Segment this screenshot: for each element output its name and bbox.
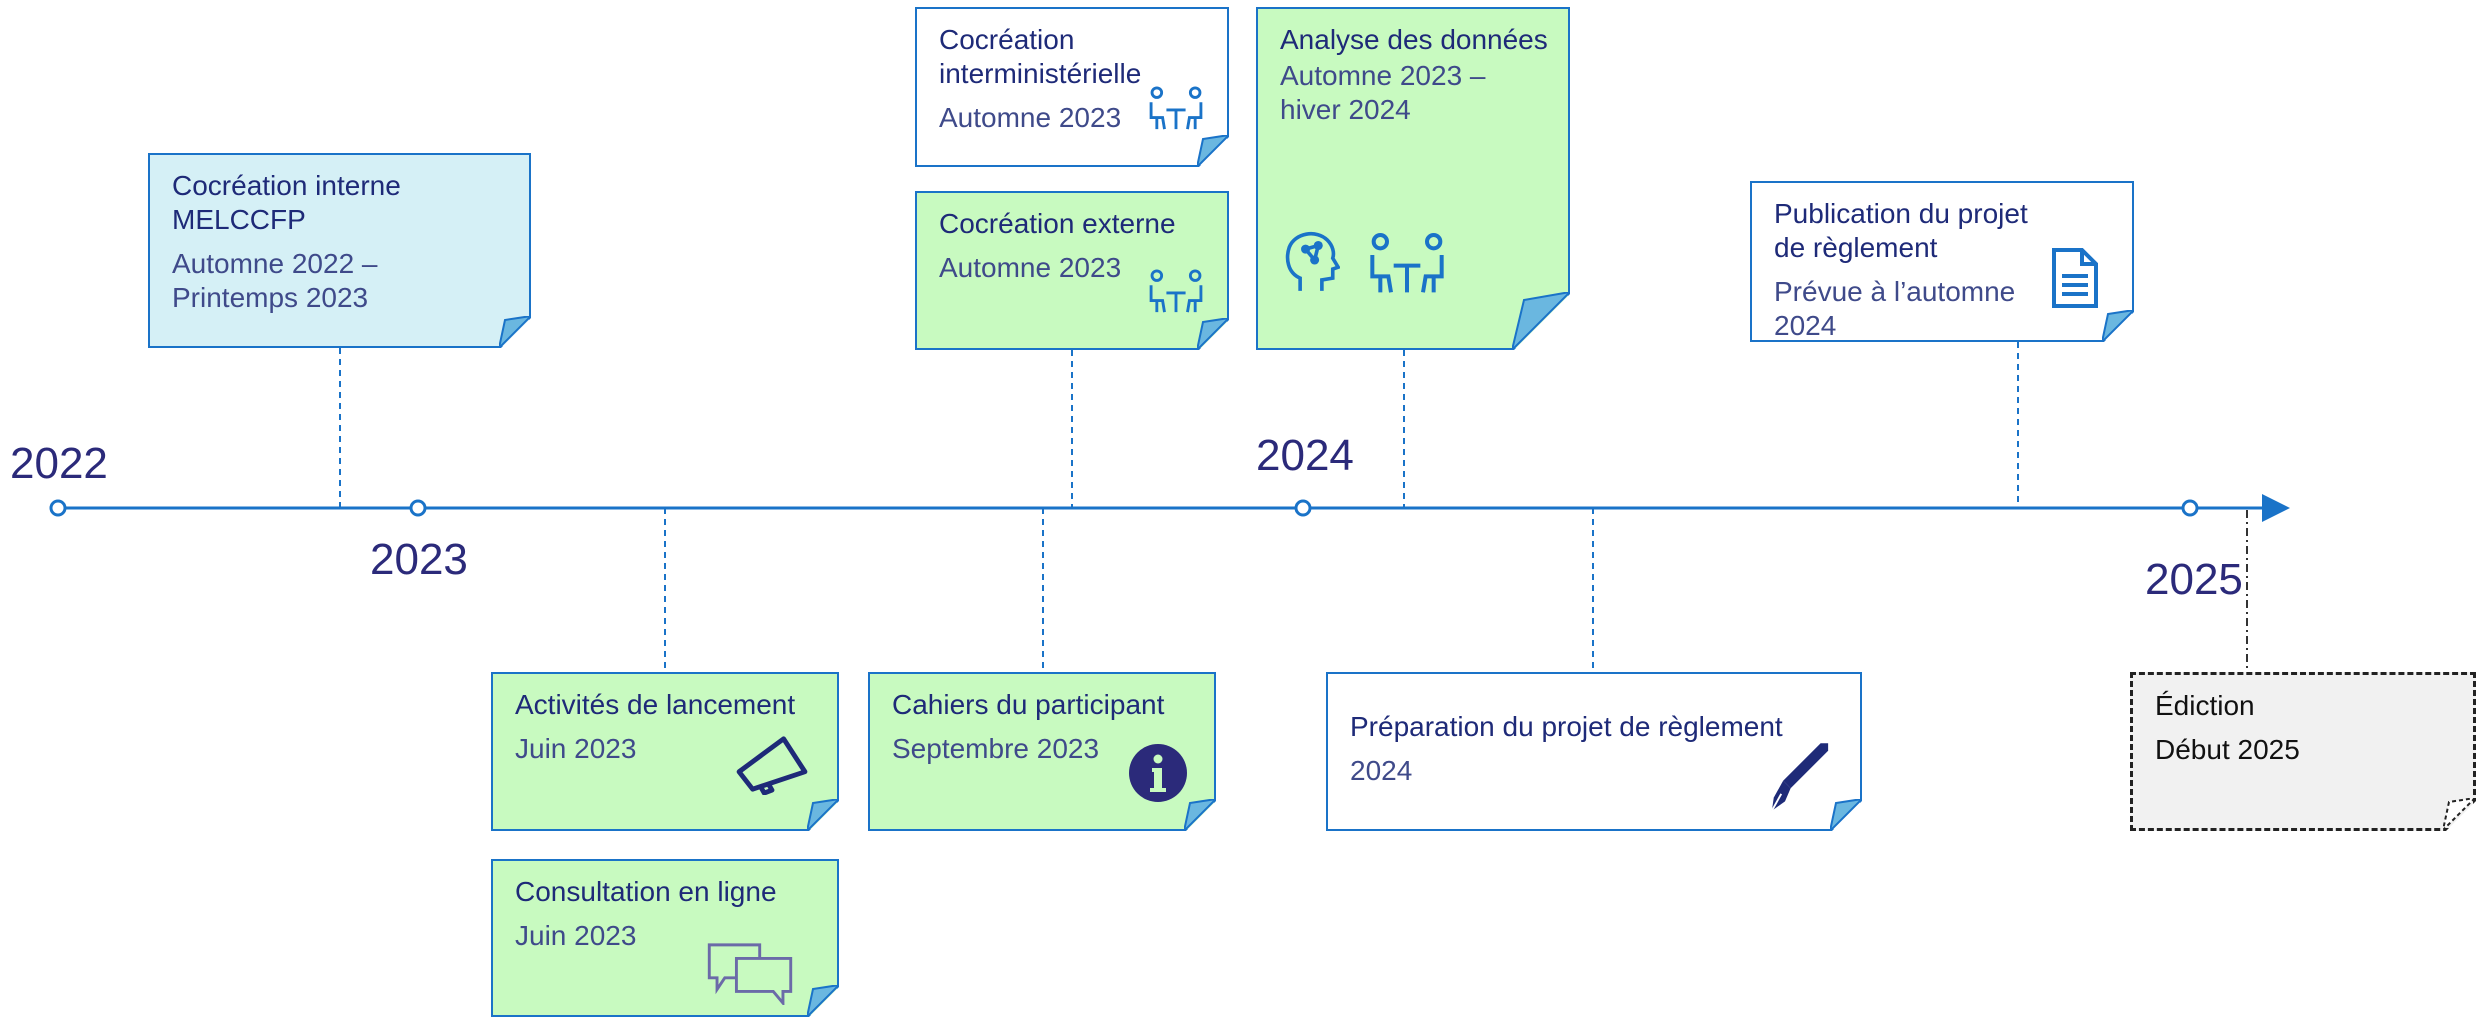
card-date: Automne 2023 – hiver 2024 xyxy=(1280,60,1486,125)
year-label-2024: 2024 xyxy=(1256,431,1354,480)
year-marker-2024 xyxy=(1294,499,1312,517)
card-date: Début 2025 xyxy=(2155,734,2300,765)
card-date: 2024 xyxy=(1350,755,1413,786)
info-icon xyxy=(1128,743,1188,803)
card-date: Automne 2023 xyxy=(939,102,1122,133)
card-title: Analyse des données xyxy=(1280,24,1548,55)
card-cahiers-participant: Cahiers du participant Septembre 2023 xyxy=(868,672,1216,831)
card-title: Cocréation interne MELCCFP xyxy=(172,170,401,235)
card-cocreation-interministerielle: Cocréation interministérielle Automne 20… xyxy=(915,7,1229,167)
card-title: Cahiers du participant xyxy=(892,689,1165,720)
folded-corner xyxy=(1184,799,1216,831)
year-marker-2023 xyxy=(409,499,427,517)
card-date: Prévue à l’automne 2024 xyxy=(1774,276,2016,341)
timeline-arrowhead xyxy=(2262,494,2290,522)
card-cocreation-interne: Cocréation interne MELCCFP Automne 2022 … xyxy=(148,153,531,348)
year-marker-2022 xyxy=(49,499,67,517)
card-date: Juin 2023 xyxy=(515,920,637,951)
meeting-people-icon xyxy=(1145,268,1207,314)
card-analyse-donnees: Analyse des données Automne 2023 – hiver… xyxy=(1256,7,1570,350)
meeting-people-icon xyxy=(1145,85,1207,131)
card-date: Septembre 2023 xyxy=(892,733,1100,764)
card-cocreation-externe: Cocréation externe Automne 2023 xyxy=(915,191,1229,350)
card-date: Automne 2022 – Printemps 2023 xyxy=(172,248,378,313)
folded-corner xyxy=(1830,799,1862,831)
megaphone-icon xyxy=(733,733,811,795)
year-label-2025: 2025 xyxy=(2145,555,2243,604)
card-publication-projet: Publication du projet de règlement Prévu… xyxy=(1750,181,2134,342)
card-title: Préparation du projet de règlement xyxy=(1350,711,1783,742)
document-icon xyxy=(2050,247,2098,309)
folded-corner xyxy=(1512,292,1570,350)
card-activites-lancement: Activités de lancement Juin 2023 xyxy=(491,672,839,831)
folded-corner xyxy=(1197,318,1229,350)
chat-bubbles-icon xyxy=(705,941,795,1005)
year-label-2022: 2022 xyxy=(10,439,108,488)
card-edition: Édiction Début 2025 xyxy=(2130,672,2476,831)
folded-corner xyxy=(807,799,839,831)
card-consultation-ligne: Consultation en ligne Juin 2023 xyxy=(491,859,839,1017)
fountain-pen-icon xyxy=(1770,741,1830,813)
card-date: Juin 2023 xyxy=(515,733,637,764)
folded-corner xyxy=(2443,798,2475,830)
folded-corner xyxy=(807,985,839,1017)
year-marker-2025 xyxy=(2181,499,2199,517)
card-preparation-projet: Préparation du projet de règlement 2024 xyxy=(1326,672,1862,831)
card-title: Publication du projet de règlement xyxy=(1774,198,2028,263)
folded-corner xyxy=(499,316,531,348)
meeting-people-icon xyxy=(1364,231,1450,295)
card-title: Cocréation interministérielle xyxy=(939,24,1142,89)
card-title: Consultation en ligne xyxy=(515,876,777,907)
folded-corner xyxy=(1197,135,1229,167)
year-label-2023: 2023 xyxy=(370,535,468,584)
card-title: Cocréation externe xyxy=(939,208,1176,239)
brain-head-icon xyxy=(1282,227,1340,293)
folded-corner xyxy=(2102,310,2134,342)
card-date: Automne 2023 xyxy=(939,252,1122,283)
card-title: Activités de lancement xyxy=(515,689,796,720)
card-title: Édiction xyxy=(2155,690,2255,721)
